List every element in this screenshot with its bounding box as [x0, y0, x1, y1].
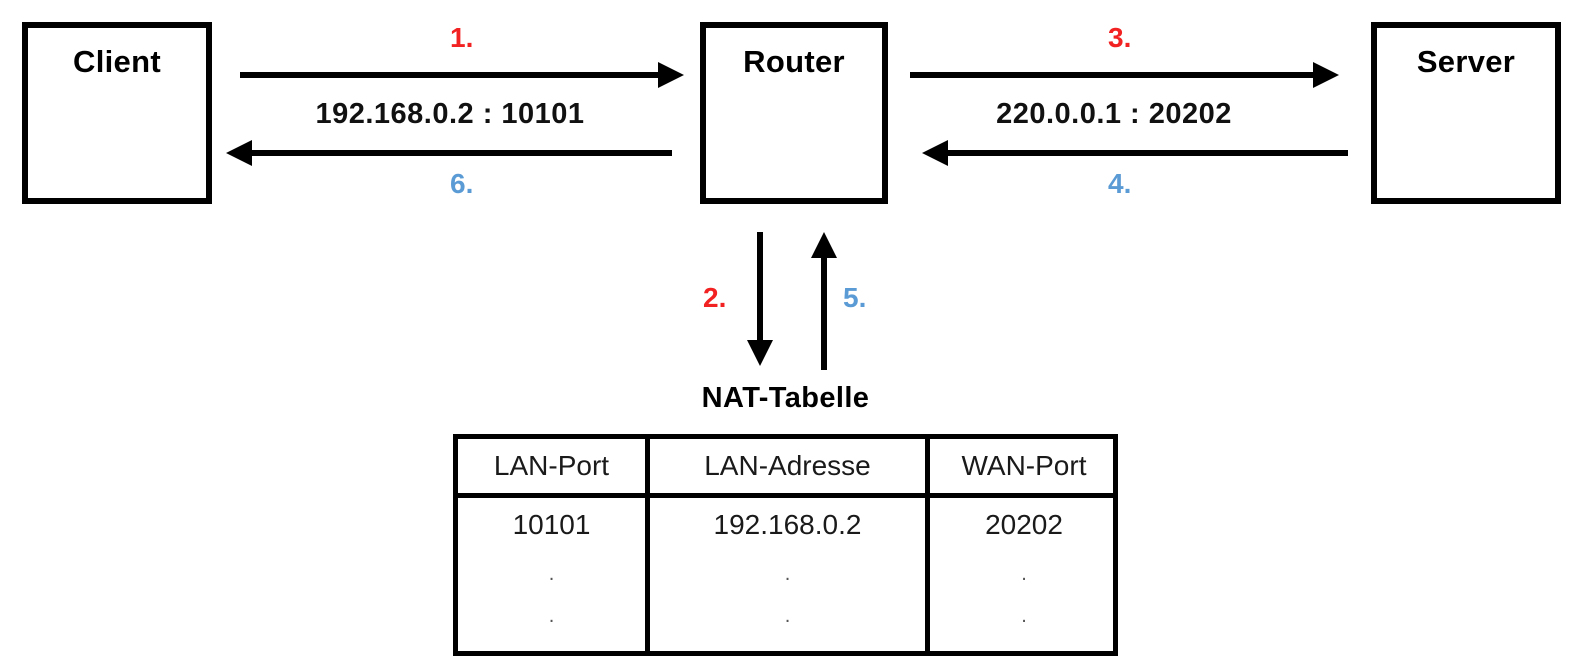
arrow-router-to-server-head	[1313, 62, 1339, 88]
step-number-4: 4.	[1108, 168, 1132, 199]
nat-continuation-dot: .	[784, 605, 791, 627]
step-number-6: 6.	[450, 168, 474, 199]
nat-header-wan-port: WAN-Port	[927, 439, 1118, 498]
arrow-router-to-client-head	[226, 140, 252, 166]
nat-continuation-dot: .	[1021, 605, 1027, 627]
arrow-router-to-server-line	[910, 72, 1315, 78]
step-number-5: 5.	[843, 282, 867, 313]
nat-value-lan-port: 10101	[512, 509, 591, 540]
arrow-server-to-router-head	[922, 140, 948, 166]
arrow-router-to-nat-head	[747, 340, 773, 366]
lan-address-label: 192.168.0.2 : 10101	[315, 98, 585, 130]
node-server: Server	[1371, 22, 1561, 204]
step-number-2: 2.	[703, 282, 727, 313]
nat-continuation-dot: .	[784, 563, 791, 585]
node-client-label: Client	[73, 44, 161, 79]
nat-table-title: NAT-Tabelle	[701, 382, 870, 414]
nat-continuation-dot: .	[548, 605, 555, 627]
node-client: Client	[22, 22, 212, 204]
nat-cell-lan-adresse: 192.168.0.2 . .	[647, 495, 930, 651]
nat-value-lan-adresse: 192.168.0.2	[713, 509, 862, 540]
nat-table: LAN-Port LAN-Adresse WAN-Port 10101 . .	[453, 434, 1118, 656]
arrow-client-to-router-line	[240, 72, 660, 78]
nat-continuation-dot: .	[548, 563, 555, 585]
nat-table-header-row: LAN-Port LAN-Adresse WAN-Port	[458, 439, 1118, 498]
step-number-1: 1.	[450, 22, 474, 53]
node-router-label: Router	[743, 44, 845, 79]
arrow-router-to-client-line	[252, 150, 672, 156]
arrow-router-to-nat-line	[757, 232, 763, 342]
arrow-nat-to-router-line	[821, 258, 827, 370]
nat-value-wan-port: 20202	[985, 509, 1063, 540]
nat-table-row: 10101 . . 192.168.0.2 . .	[458, 495, 1119, 652]
node-router: Router	[700, 22, 888, 204]
arrow-server-to-router-line	[948, 150, 1348, 156]
nat-header-lan-port: LAN-Port	[458, 439, 650, 498]
nat-continuation-dot: .	[1021, 563, 1027, 585]
arrow-client-to-router-head	[658, 62, 684, 88]
nat-cell-lan-port: 10101 . .	[458, 495, 650, 651]
node-server-label: Server	[1416, 44, 1516, 79]
nat-cell-wan-port: 20202 . .	[928, 496, 1119, 652]
arrow-nat-to-router-head	[811, 232, 837, 258]
nat-header-lan-adresse: LAN-Adresse	[647, 439, 930, 498]
wan-address-label: 220.0.0.1 : 20202	[996, 98, 1232, 130]
step-number-3: 3.	[1108, 22, 1132, 53]
